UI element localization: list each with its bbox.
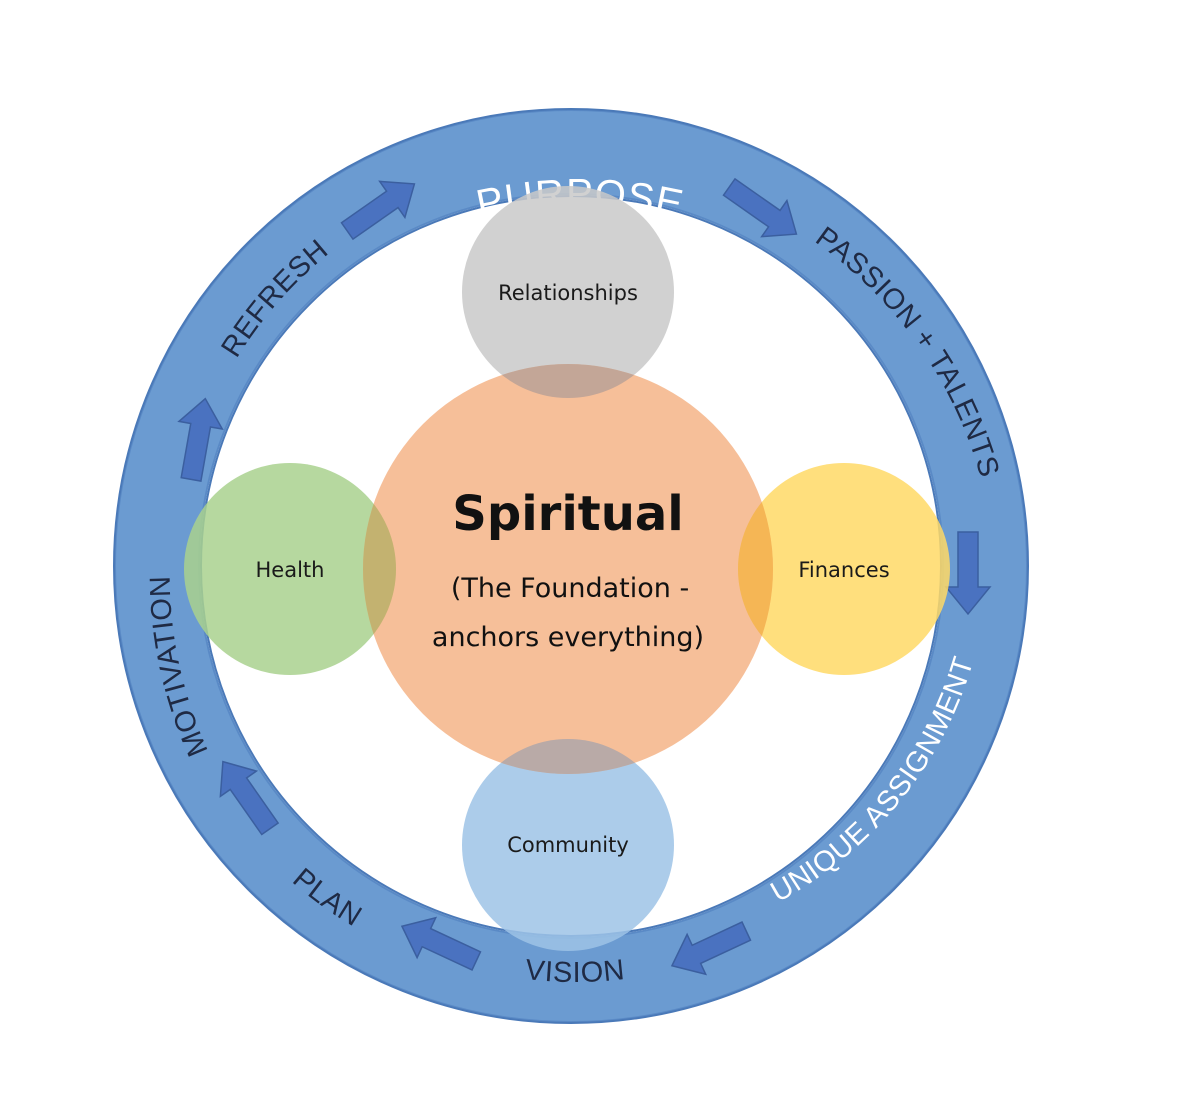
center-spiritual-circle [363,364,773,774]
cycle-arrows [177,177,992,976]
node-label-finances: Finances [798,558,889,582]
node-label-health: Health [256,558,325,582]
arrow-unique-to-vision [670,921,752,976]
outer-ring-outer-edge [113,108,1029,1024]
node-health-circle [184,463,396,675]
node-label-relationships: Relationships [498,281,638,305]
arrow-plan-to-motivation [219,760,280,836]
center-title: Spiritual [452,486,683,542]
outer-ring-fill [116,111,1026,1021]
node-community-circle [462,739,674,951]
center-subtitle-line2: anchors everything) [432,622,704,653]
node-label-community: Community [507,833,629,857]
node-relationships-circle [462,186,674,398]
arrow-purpose-to-passion [722,177,798,238]
node-finances-circle [738,463,950,675]
arrow-vision-to-plan [400,916,482,971]
ring-label-vision: VISION [524,954,627,989]
arrow-passion-to-unique [944,531,992,616]
center-subtitle-line1: (The Foundation - [451,573,689,604]
arrow-refresh-to-purpose [340,180,416,241]
arrow-motivation-to-refresh [177,397,224,482]
